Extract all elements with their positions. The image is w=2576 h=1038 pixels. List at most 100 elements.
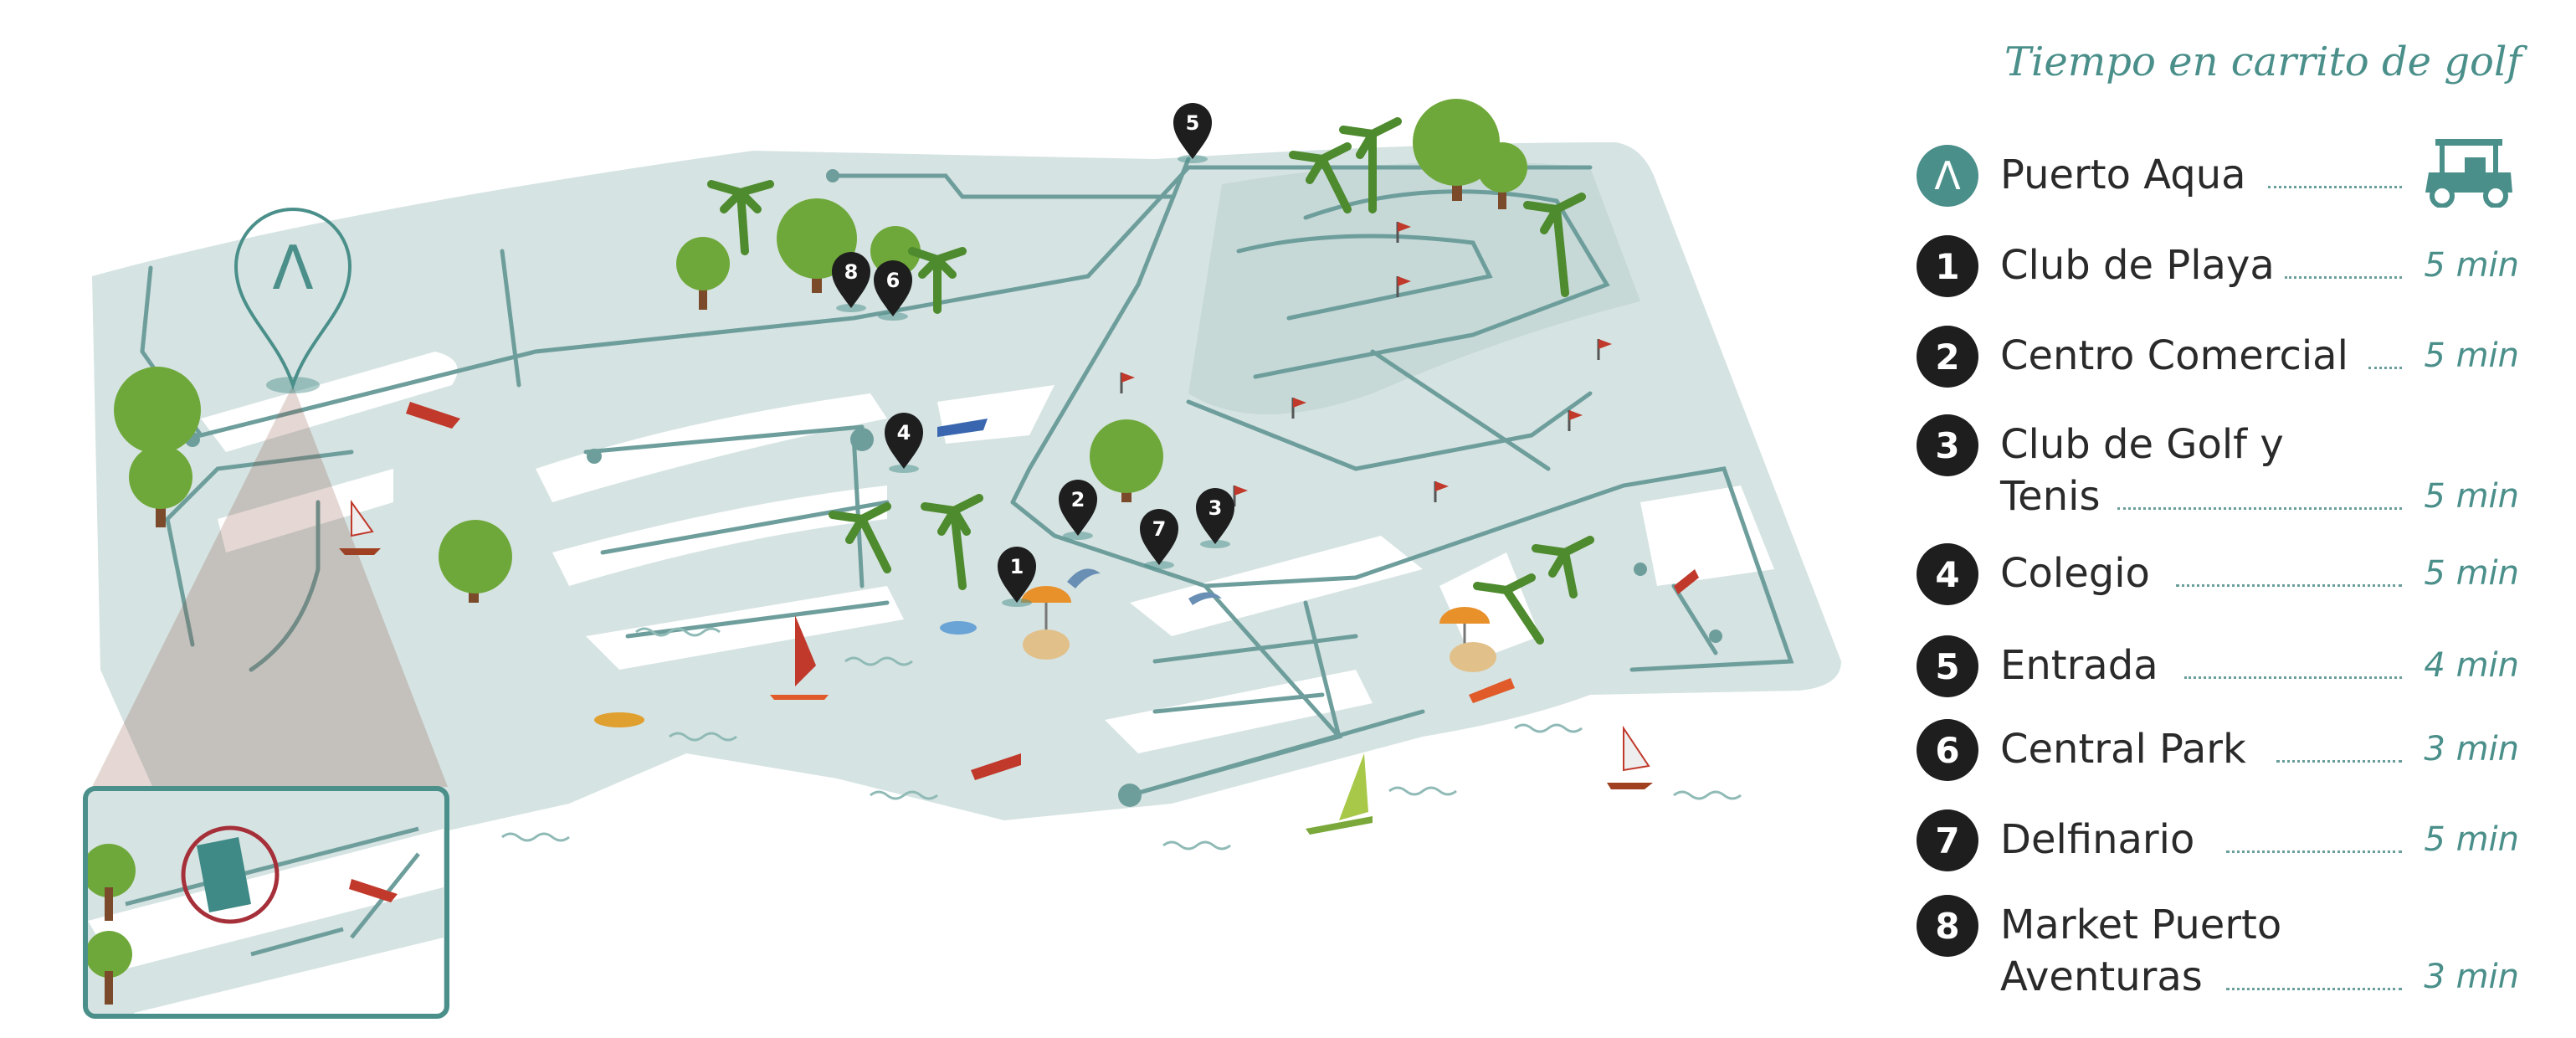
dolphin-icon	[1067, 568, 1101, 588]
dolphin-icon	[1188, 592, 1222, 605]
number-badge: 4	[1917, 543, 1978, 605]
legend-item-8: 8 Market Puerto Aventuras 3 min	[1917, 892, 2519, 1001]
map-pin-4: 4	[885, 413, 923, 473]
legend-item-1: 1 Club de Playa 5 min	[1917, 233, 2519, 300]
travel-time: 5 min	[2424, 820, 2519, 859]
golf-cart-icon	[2425, 139, 2512, 208]
legend-item-2: 2 Centro Comercial 5 min	[1917, 323, 2519, 390]
flag-icon	[1568, 410, 1583, 431]
palm-icon	[921, 494, 983, 590]
legend-item-name: Club de Playa	[2000, 242, 2275, 289]
svg-text:5: 5	[1186, 111, 1200, 135]
palm-icon	[1339, 117, 1402, 213]
legend-item-5: 5 Entrada 4 min	[1917, 633, 2519, 700]
legend-item-3: 3 Club de Golf y Tenis 5 min	[1917, 412, 2519, 521]
windsurfer-icon	[1306, 753, 1373, 835]
beach-umbrella-icon	[1021, 586, 1071, 660]
svg-text:1: 1	[1010, 555, 1024, 578]
palm-icon	[1532, 536, 1594, 599]
trees	[114, 99, 1527, 603]
highlight-ring	[181, 825, 280, 924]
surfer-icon	[1674, 569, 1699, 594]
legend-item-name: Entrada	[2000, 642, 2158, 689]
tree-icon	[1477, 142, 1527, 209]
svg-text:4: 4	[897, 421, 911, 444]
legend-item-7: 7 Delfinario 5 min	[1917, 807, 2519, 874]
number-badge: 2	[1917, 326, 1978, 388]
flag-icon	[1396, 222, 1411, 243]
travel-time: 3 min	[2424, 730, 2519, 768]
flag-icon	[1434, 481, 1449, 502]
leader-dots	[2285, 276, 2402, 279]
number-badge: 1	[1917, 235, 1978, 297]
swimmer-icon	[594, 712, 644, 727]
legend-item-name: Centro Comercial	[2000, 332, 2348, 379]
palm-icon	[707, 180, 774, 255]
leader-dots	[2184, 676, 2402, 679]
boat-icon	[1469, 678, 1515, 703]
map-pin-1: 1	[998, 547, 1036, 607]
legend-item-name: Puerto Aqua	[2000, 152, 2246, 198]
svg-text:6: 6	[886, 269, 901, 292]
travel-time: 5 min	[2424, 246, 2519, 285]
sailboat-icon	[1607, 725, 1653, 789]
number-badge: 5	[1917, 635, 1978, 697]
sailboat-icon	[339, 499, 381, 555]
tree-icon	[676, 237, 730, 310]
origin-marker: Λ	[233, 208, 352, 393]
map-pin-3: 3	[1196, 488, 1234, 548]
svg-text:7: 7	[1152, 517, 1167, 541]
travel-time: 5 min	[2424, 477, 2519, 516]
leader-dots	[2226, 850, 2402, 853]
number-badge: 6	[1917, 719, 1978, 781]
boat-icon	[937, 419, 988, 437]
leader-dots	[2268, 186, 2402, 188]
origin-badge: Λ	[1917, 145, 1978, 207]
origin-marker-symbol: Λ	[272, 233, 313, 303]
flag-icon	[1291, 398, 1306, 419]
golf-flags	[1120, 222, 1612, 506]
palm-icon	[1523, 193, 1586, 297]
number-badge: 7	[1917, 809, 1978, 871]
svg-text:3: 3	[1208, 496, 1223, 520]
legend-item-name: Delfinario	[2000, 816, 2195, 863]
legend-item-name: Colegio	[2000, 550, 2150, 597]
svg-text:2: 2	[1071, 488, 1085, 511]
leader-dots	[2176, 584, 2402, 587]
legend-item-name-line1: Market Puerto	[2000, 902, 2282, 948]
flag-icon	[1597, 339, 1612, 360]
flag-icon	[1120, 373, 1135, 393]
tree-icon	[439, 520, 512, 603]
number-badge: 8	[1917, 895, 1978, 957]
legend-title: Tiempo en carrito de golf	[2004, 39, 2522, 85]
boat-icon	[349, 879, 398, 902]
building-icon	[197, 837, 251, 912]
travel-time: 5 min	[2424, 554, 2519, 593]
legend-item-name-line2: Aventuras	[2000, 953, 2203, 1000]
leader-dots	[2276, 760, 2402, 763]
boat-icon	[971, 753, 1021, 780]
map-pin-7: 7	[1140, 509, 1178, 569]
boats	[339, 402, 1699, 835]
map-pin-6: 6	[874, 260, 912, 321]
map-pins: 5 8 6 4 2 3 7 1	[832, 103, 1234, 607]
palm-trees	[707, 117, 1594, 645]
legend-item-origin: Λ Puerto Aqua	[1917, 139, 2519, 209]
beach-umbrella-icon	[1439, 607, 1496, 672]
travel-time: 5 min	[2424, 337, 2519, 375]
legend-item-name-line1: Club de Golf y	[2000, 421, 2284, 468]
travel-time: 4 min	[2424, 646, 2519, 685]
leader-dots	[2368, 367, 2402, 369]
boat-icon	[406, 402, 460, 429]
tree-icon	[129, 445, 192, 527]
zoom-inset	[83, 786, 449, 1019]
water-waves	[501, 627, 1742, 850]
travel-time: 3 min	[2424, 958, 2519, 996]
map-pin-5: 5	[1173, 103, 1212, 163]
flag-icon	[1233, 486, 1248, 506]
palm-icon	[908, 247, 967, 314]
legend-item-6: 6 Central Park 3 min	[1917, 717, 2519, 784]
leader-dots	[2226, 988, 2402, 990]
leader-dots	[2117, 507, 2402, 510]
tree-icon	[1090, 419, 1163, 502]
